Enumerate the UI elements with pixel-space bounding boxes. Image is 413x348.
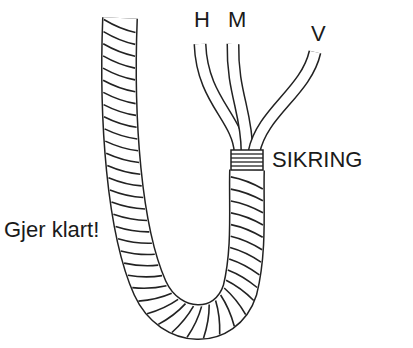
twist-stroke [226,280,254,300]
twist-stroke [103,44,135,56]
twist-stroke [107,166,140,175]
rope-twist [103,20,263,339]
twist-stroke [104,105,136,116]
twist-stroke [118,239,152,244]
part-label: SIKRING [272,148,362,172]
twist-stroke [103,80,135,92]
twist-stroke [121,251,155,255]
twist-stroke [112,202,146,209]
whipping [231,150,263,170]
strand-label: V [311,22,326,46]
twist-stroke [204,305,210,339]
twist-stroke [128,275,162,277]
twist-stroke [231,225,263,238]
rope-outline [119,18,247,322]
twist-stroke [132,286,166,288]
twist-stroke [105,129,138,139]
rope-strand [233,44,247,152]
rope-strand [233,44,247,152]
twist-stroke [147,299,178,313]
twist-stroke [231,236,262,250]
twist-stroke [124,263,158,266]
twist-stroke [116,227,150,232]
twist-stroke [158,304,185,325]
twist-stroke [231,177,263,189]
twist-stroke [103,92,135,103]
twist-stroke [221,295,235,326]
rope-strand [254,52,315,152]
note-label: Gjer klart! [4,218,99,242]
twist-stroke [104,32,136,45]
twist-stroke [104,20,136,33]
twist-stroke [229,259,259,275]
twist-stroke [103,68,135,80]
twist-stroke [104,117,137,128]
twist-stroke [105,141,138,151]
twist-stroke [230,248,261,263]
twist-stroke [109,178,142,186]
twist-stroke [231,189,263,201]
twist-stroke [228,270,257,288]
strand-label: H [194,8,210,32]
twist-stroke [106,153,139,162]
twist-stroke [138,293,171,301]
twist-stroke [231,213,263,225]
rope-strand [254,52,315,152]
twist-stroke [224,288,246,315]
twist-stroke [110,190,143,198]
twist-stroke [231,201,263,213]
rope-body [119,18,247,322]
twist-stroke [172,306,194,332]
twist-stroke [216,301,220,335]
strand-label: M [228,8,246,32]
twist-stroke [113,214,147,220]
twist-stroke [103,56,135,68]
twist-stroke [187,306,202,337]
